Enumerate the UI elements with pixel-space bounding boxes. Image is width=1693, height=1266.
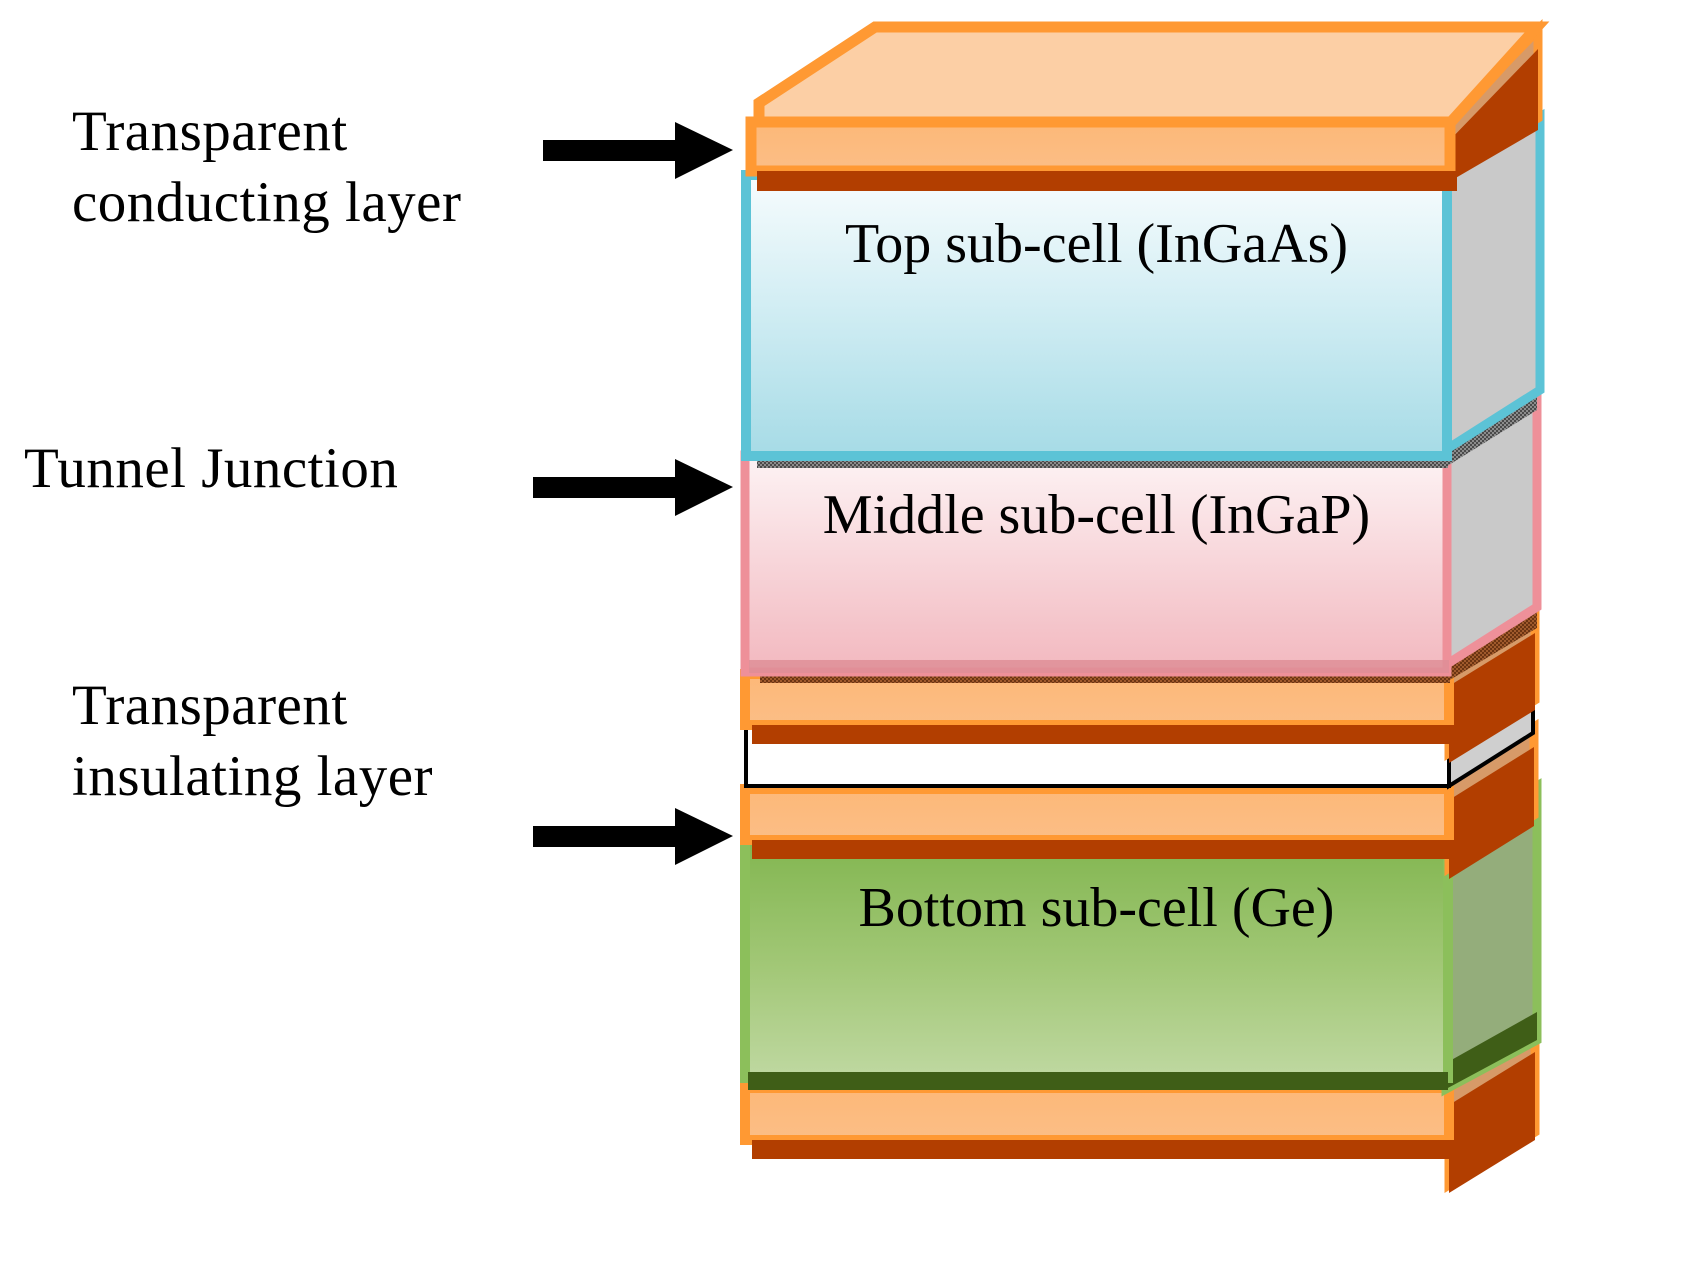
callout-transparent-conducting-layer: Transparent conducting layer	[72, 96, 461, 239]
layer-lower-conducting-slab	[740, 718, 1539, 879]
callout-line-2: insulating layer	[72, 745, 433, 809]
callout-arrow-tunnel-junction	[533, 459, 733, 516]
callout-arrow-transparent-conducting-layer	[543, 122, 733, 179]
layer-base-conducting-slab	[740, 1026, 1540, 1194]
layer-middle-sub-cell	[740, 388, 1542, 677]
layer-top-conducting-slab	[745, 18, 1550, 191]
callout-line-2: conducting layer	[72, 171, 462, 235]
callout-line-1: Tunnel Junction	[24, 437, 399, 500]
callout-transparent-insulating-layer: Transparent insulating layer	[72, 670, 433, 813]
layer-top-sub-cell	[741, 108, 1545, 461]
callout-line-1: Transparent	[72, 100, 348, 163]
callout-line-1: Transparent	[72, 674, 348, 737]
layer-bottom-sub-cell	[740, 778, 1542, 1097]
callout-tunnel-junction: Tunnel Junction	[24, 433, 398, 504]
callout-arrow-transparent-insulating-layer	[533, 808, 733, 865]
